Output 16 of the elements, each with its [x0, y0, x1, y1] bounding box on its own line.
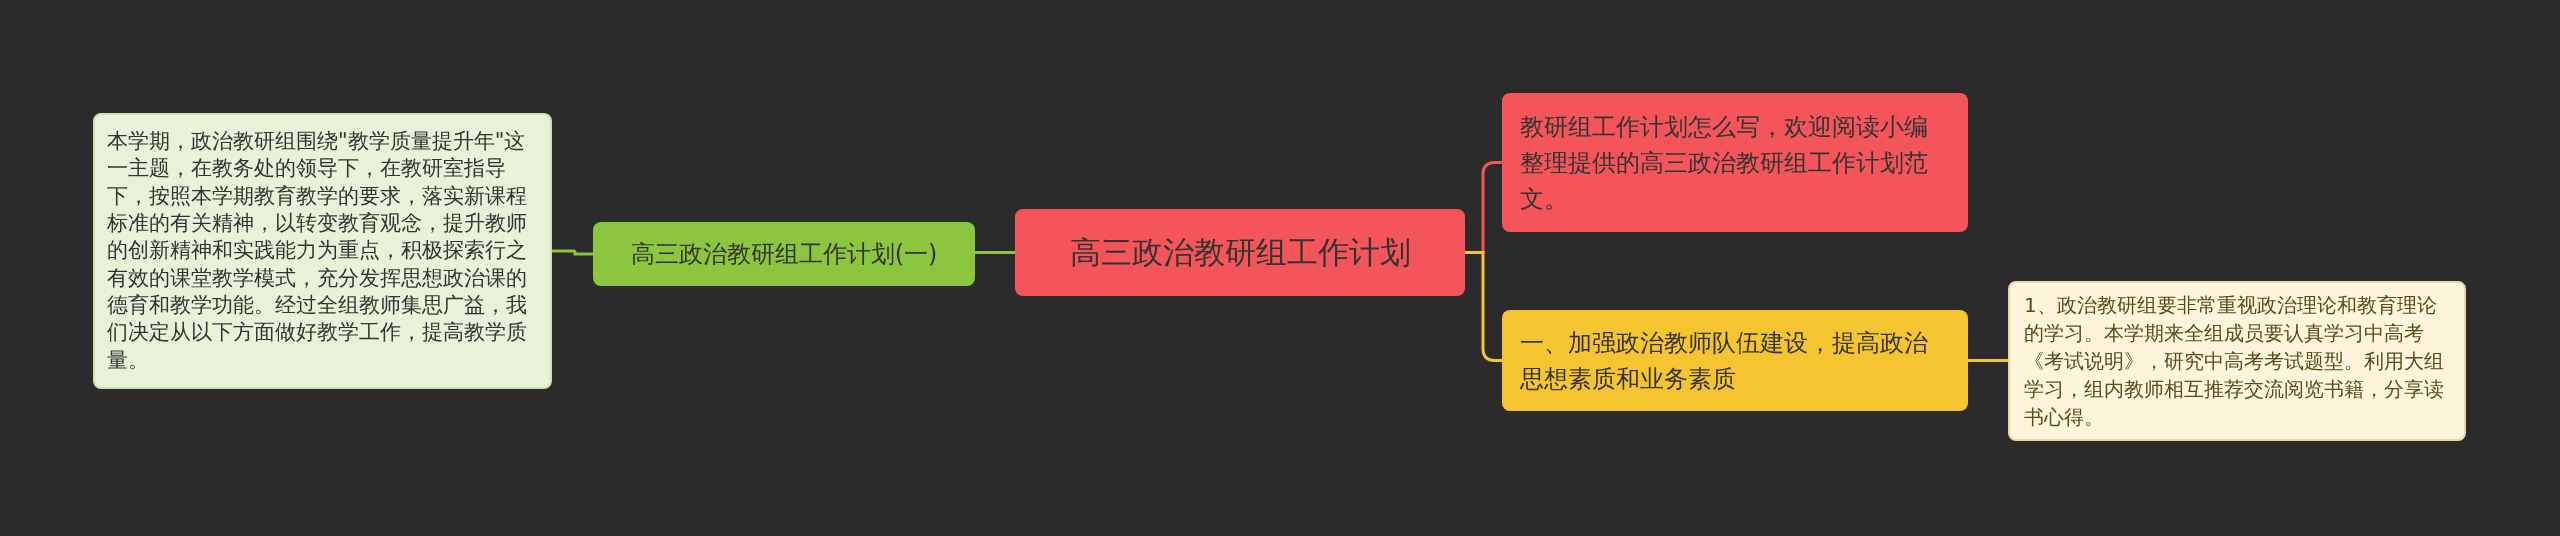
node-text: 一、加强政治教师队伍建设，提高政治思想素质和业务素质 [1520, 327, 1929, 395]
node-text: 高三政治教研组工作计划(一) [629, 239, 939, 269]
topic-box [1502, 93, 1968, 232]
node-text: 高三政治教研组工作计划 [1068, 233, 1412, 272]
node-text: 本学期，政治教研组围绕"教学质量提升年"这一主题，在教务处的领导下，在教研室指导下，按照本学期教育教学的要求，落实新课程标准的有关精神，以转变教育观念，提升教师的创新精神和实践能力为重点，积极探索行之有效的课堂教学模式，充分发挥思想政治课的德育和教学功能。经过全组教师集思广益，我们决定从以下方面做好教学工作，提高教学质量。 [107, 128, 528, 374]
connector-line [975, 251, 1015, 254]
topic-box [1502, 310, 1968, 411]
connector-line [1968, 359, 2008, 362]
note-box [93, 113, 552, 389]
connector-line [552, 249, 593, 256]
central-topic-box [1015, 209, 1465, 296]
topic-box [593, 222, 975, 286]
node-text: 1、政治教研组要非常重视政治理论和教育理论的学习。本学期来全组成员要认真学习中高考《考试说明》，研究中高考考试题型。利用大组学习，组内教师相互推荐交流阅览书籍，分享读书心得。 [2024, 292, 2445, 431]
node-text: 教研组工作计划怎么写，欢迎阅读小编整理提供的高三政治教研组工作计划范文。 [1520, 111, 1929, 215]
note-box [2008, 281, 2466, 441]
connector-line [1465, 251, 1502, 362]
